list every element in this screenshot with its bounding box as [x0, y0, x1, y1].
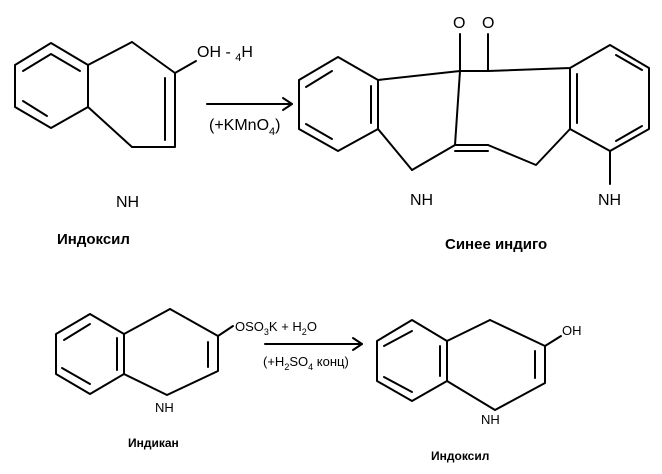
indigo-nh-right: NH: [598, 192, 621, 209]
indican-name: Индикан: [128, 436, 179, 450]
indoxyl-nh-label-bottom: NH: [481, 412, 500, 427]
indican-nh-label: NH: [155, 400, 174, 415]
oxygen-label-left: O: [453, 15, 465, 32]
h2so4-condition: (+H2SO4 конц): [263, 354, 349, 372]
indigo-structure: [298, 33, 650, 185]
indoxyl-oh-label: OH - 4H: [197, 44, 253, 64]
indoxyl-structure-top: [14, 41, 197, 148]
oxygen-label-right: O: [482, 15, 494, 32]
indoxyl-structure-bottom: [376, 319, 562, 411]
indican-structure: [55, 308, 234, 396]
indoxyl-oh-label-bottom: OH: [562, 323, 582, 338]
indoxyl-name-top: Индоксил: [57, 231, 130, 248]
indigo-name: Синее индиго: [445, 236, 547, 253]
reaction-arrow-top: [206, 97, 293, 111]
reaction-arrow-bottom: [264, 337, 363, 351]
indigo-nh-left: NH: [410, 192, 433, 209]
indoxyl-nh-label: NH: [116, 194, 139, 211]
kmno4-condition: (+KMnO4): [209, 117, 280, 138]
indoxyl-name-bottom: Индоксил: [431, 449, 489, 463]
indican-substituent-label: OSO3K + H2O: [235, 319, 317, 337]
